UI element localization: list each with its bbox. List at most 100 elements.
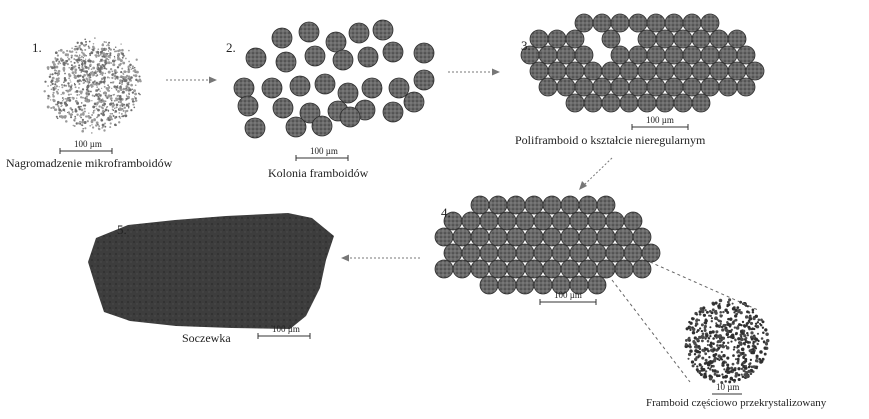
microcrystal: [711, 365, 713, 367]
microframboid: [76, 46, 77, 47]
microcrystal: [709, 310, 712, 313]
microframboid: [72, 111, 74, 113]
microcrystal: [746, 332, 748, 334]
framboid: [597, 196, 615, 214]
microcrystal: [744, 358, 747, 361]
microcrystal: [747, 345, 749, 347]
microcrystal: [698, 319, 700, 321]
framboid: [624, 212, 642, 230]
framboid: [498, 276, 516, 294]
framboid: [674, 62, 692, 80]
microframboid: [81, 66, 83, 68]
framboid: [701, 78, 719, 96]
microframboid: [95, 75, 97, 77]
microframboid: [91, 124, 92, 125]
framboid: [597, 260, 615, 278]
microcrystal: [726, 363, 729, 366]
microframboid: [134, 96, 135, 97]
microframboid: [92, 60, 95, 63]
microframboid: [61, 86, 63, 88]
microcrystal: [701, 349, 704, 352]
microcrystal: [737, 367, 740, 370]
arrow-3-to-4: [579, 158, 612, 190]
microcrystal: [712, 379, 715, 382]
microframboid: [103, 41, 105, 43]
microframboid: [108, 61, 111, 64]
microcrystal: [688, 337, 691, 340]
microframboid: [107, 43, 109, 45]
microframboid: [114, 57, 115, 58]
microframboid: [109, 103, 112, 106]
microframboid: [60, 102, 63, 105]
microcrystal: [729, 325, 732, 328]
microframboid: [109, 52, 111, 54]
microcrystal: [727, 342, 729, 344]
microcrystal: [695, 325, 697, 327]
microcrystal: [730, 377, 734, 381]
microcrystal: [696, 368, 699, 371]
microframboid: [71, 55, 73, 57]
microframboid: [71, 64, 73, 66]
microcrystal: [753, 341, 756, 344]
microframboid: [77, 122, 79, 124]
microframboid: [107, 84, 109, 86]
microframboid: [80, 96, 82, 98]
microcrystal: [730, 341, 732, 343]
stage-1-caption: Nagromadzenie mikroframboidów: [6, 156, 172, 171]
microframboid: [81, 56, 83, 58]
microcrystal: [720, 338, 723, 341]
microframboid: [87, 79, 89, 81]
microframboid: [71, 51, 73, 53]
framboid: [701, 46, 719, 64]
microframboid: [115, 60, 116, 61]
microframboid: [104, 103, 105, 104]
microframboid: [58, 109, 61, 112]
microframboid: [107, 53, 108, 54]
microcrystal: [709, 344, 712, 347]
microframboid: [84, 38, 86, 40]
microframboid: [86, 88, 89, 91]
microframboid: [107, 117, 109, 119]
microframboid: [60, 106, 61, 107]
framboid: [383, 102, 403, 122]
microcrystal: [699, 363, 702, 366]
microframboid: [80, 117, 82, 119]
microframboid: [109, 116, 112, 119]
microcrystal: [730, 370, 732, 372]
microframboid: [129, 88, 132, 91]
microcrystal: [754, 325, 756, 327]
microframboid: [115, 116, 117, 118]
framboid: [312, 116, 332, 136]
microcrystal: [714, 334, 717, 337]
microframboid: [110, 122, 112, 124]
microframboid: [113, 115, 115, 117]
microframboid: [47, 97, 49, 99]
microframboid: [96, 84, 98, 86]
microframboid: [93, 118, 96, 121]
framboid: [584, 94, 602, 112]
microframboid: [128, 82, 129, 83]
microframboid: [133, 74, 135, 76]
framboid: [326, 32, 346, 52]
framboid: [656, 94, 674, 112]
microframboid: [102, 98, 104, 100]
microframboid: [73, 125, 74, 126]
microcrystal: [715, 330, 718, 333]
microframboid: [51, 66, 54, 69]
microframboid: [121, 53, 124, 56]
microcrystal: [741, 368, 743, 370]
microframboid: [80, 90, 83, 93]
microframboid: [52, 106, 55, 109]
microframboid: [55, 66, 58, 69]
microcrystal: [700, 367, 703, 370]
microframboid: [57, 101, 60, 104]
microframboid: [101, 44, 104, 47]
microcrystal: [722, 311, 724, 313]
microframboid: [97, 71, 99, 73]
microframboid: [81, 109, 84, 112]
microframboid: [91, 132, 93, 134]
microframboid: [121, 49, 124, 52]
microframboid: [68, 74, 71, 77]
framboid: [728, 30, 746, 48]
microframboid: [85, 66, 88, 69]
